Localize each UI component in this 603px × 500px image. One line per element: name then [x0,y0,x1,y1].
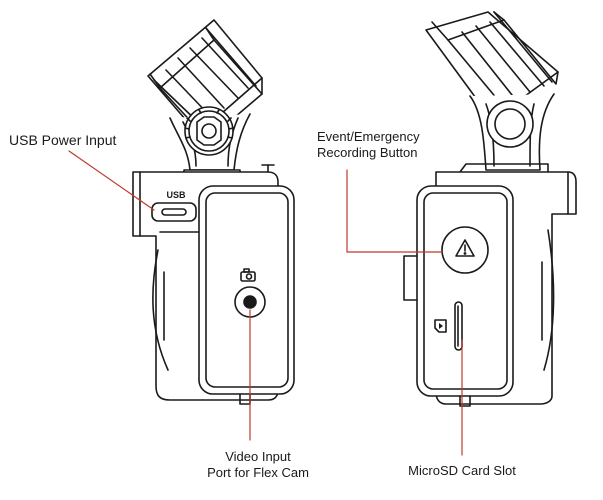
event-recording-button [441,226,489,274]
callout-line-event [346,169,443,253]
callout-lines [68,150,463,456]
play-card-icon [434,319,447,333]
video-input-port-label: Video Input Port for Flex Cam [198,449,318,481]
microsd-slot [454,301,463,351]
camera-icon [240,268,256,282]
usb-port: USB [151,190,197,222]
event-label-line2: Recording Button [317,145,418,160]
left-mount-knob [184,106,234,156]
right-mount-knob [486,100,534,148]
event-label-line1: Event/Emergency [317,129,420,144]
left-view-camera: USB [132,19,295,405]
video-input-port [234,286,266,318]
right-view-camera [403,11,577,407]
usb-power-input-label: USB Power Input [9,132,117,148]
warning-triangle-icon [455,239,475,257]
left-mount-pad [147,19,263,141]
callout-line-usb [68,150,155,211]
microsd-slot-label: MicroSD Card Slot [408,463,516,478]
video-label-line1: Video Input [225,449,291,464]
event-recording-button-label: Event/Emergency Recording Button [317,129,420,161]
video-label-line2: Port for Flex Cam [207,465,309,480]
usb-port-marking: USB [166,190,186,200]
right-front-panel [403,185,514,407]
